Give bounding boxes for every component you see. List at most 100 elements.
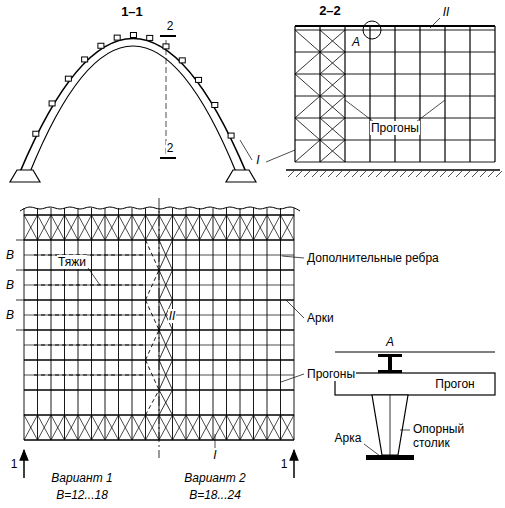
brace (240, 415, 254, 440)
purlin-section (212, 102, 218, 107)
leader-line (282, 256, 304, 258)
brace (146, 215, 160, 240)
drawing-label: Прогоны (370, 121, 420, 135)
leader-line (345, 100, 374, 122)
section-arrow (293, 450, 295, 478)
roof-line (335, 352, 495, 353)
brace (78, 415, 92, 440)
brace (105, 415, 119, 440)
brace (320, 30, 345, 52)
ridge-brace (159, 360, 173, 390)
brace (281, 415, 295, 440)
ground-line (286, 169, 500, 170)
drawing-label: I (255, 153, 260, 167)
brace (173, 215, 187, 240)
support-table-rib (390, 395, 391, 455)
detail-circle (363, 21, 381, 39)
drawing-label: Тяжи (57, 255, 87, 269)
arch-elevation (344, 26, 345, 162)
ground-hatch (336, 171, 342, 177)
brace (132, 215, 146, 240)
ground-hatch (440, 171, 446, 177)
brace (65, 215, 79, 240)
ridge-brace (159, 330, 173, 360)
section-title: 1–1 (120, 5, 144, 19)
brace (38, 215, 52, 240)
brace (119, 215, 133, 240)
purlin-section (130, 33, 136, 38)
purlin-line (294, 208, 295, 440)
purlin-line (213, 208, 214, 440)
repeated-strokes (16, 18, 502, 478)
ground-hatch (392, 171, 398, 177)
ground-hatch (408, 171, 414, 177)
purlin-section (98, 43, 104, 48)
tie-rod (146, 270, 160, 300)
purlin-line (280, 208, 281, 440)
brace (186, 215, 200, 240)
leader-line (430, 18, 440, 28)
ground-hatch (376, 171, 382, 177)
ground-hatch (480, 171, 486, 177)
purlin-line (37, 208, 38, 440)
brace (281, 415, 295, 440)
brace (92, 415, 106, 440)
ground-hatch (384, 171, 390, 177)
arch-outer (20, 39, 246, 173)
drawing-label: 2 (166, 141, 175, 155)
drawing-label: Прогон (434, 377, 475, 391)
brace (254, 215, 268, 240)
arch-support (226, 170, 256, 182)
drawing-label: A (351, 35, 361, 49)
support-table (372, 395, 408, 455)
brace (105, 215, 119, 240)
purlin-section (33, 131, 39, 136)
drawing-label: Вариант 2 (183, 471, 246, 485)
section-title: 2–2 (318, 4, 342, 18)
brace (65, 415, 79, 440)
brace (38, 415, 52, 440)
arch-elevation (369, 26, 370, 162)
drawing-label: A (385, 335, 395, 349)
brace (227, 215, 241, 240)
purlin-line (132, 208, 133, 440)
brace (281, 215, 295, 240)
ground-hatch (456, 171, 462, 177)
ground-hatch (368, 171, 374, 177)
arch-flange (366, 455, 414, 460)
drawing-label: 1 (10, 457, 19, 471)
brace (240, 215, 254, 240)
drawing-label: Опорный столик (412, 422, 498, 450)
purlin-line (295, 96, 495, 97)
brace (186, 215, 200, 240)
ground-hatch (288, 171, 294, 177)
purlin-section (228, 133, 234, 138)
tie-rod (146, 300, 160, 330)
purlin-line (172, 208, 173, 440)
section-mark (160, 157, 176, 159)
purlin-section (163, 44, 169, 49)
arch-elevation (319, 26, 320, 162)
leader-line (400, 430, 410, 431)
dimension-tick (16, 240, 24, 241)
arch-elevation (394, 26, 395, 162)
ridge-brace (159, 270, 173, 300)
brace (295, 30, 320, 52)
brace (240, 415, 254, 440)
brace (320, 74, 345, 96)
brace (254, 415, 268, 440)
brace (320, 96, 345, 118)
ridge-brace (159, 270, 173, 300)
tie-rod (146, 390, 160, 415)
arch-elevation (469, 26, 470, 162)
leader-line (240, 140, 252, 160)
leader-line (286, 300, 304, 318)
brace (146, 415, 160, 440)
drawing-label: B (5, 248, 15, 262)
drawing-label: I (212, 448, 217, 462)
brace (51, 415, 65, 440)
drawing-label: B=12...18 (55, 488, 109, 502)
dimension-tick (16, 270, 24, 271)
brace (295, 140, 320, 162)
brace (267, 215, 281, 240)
